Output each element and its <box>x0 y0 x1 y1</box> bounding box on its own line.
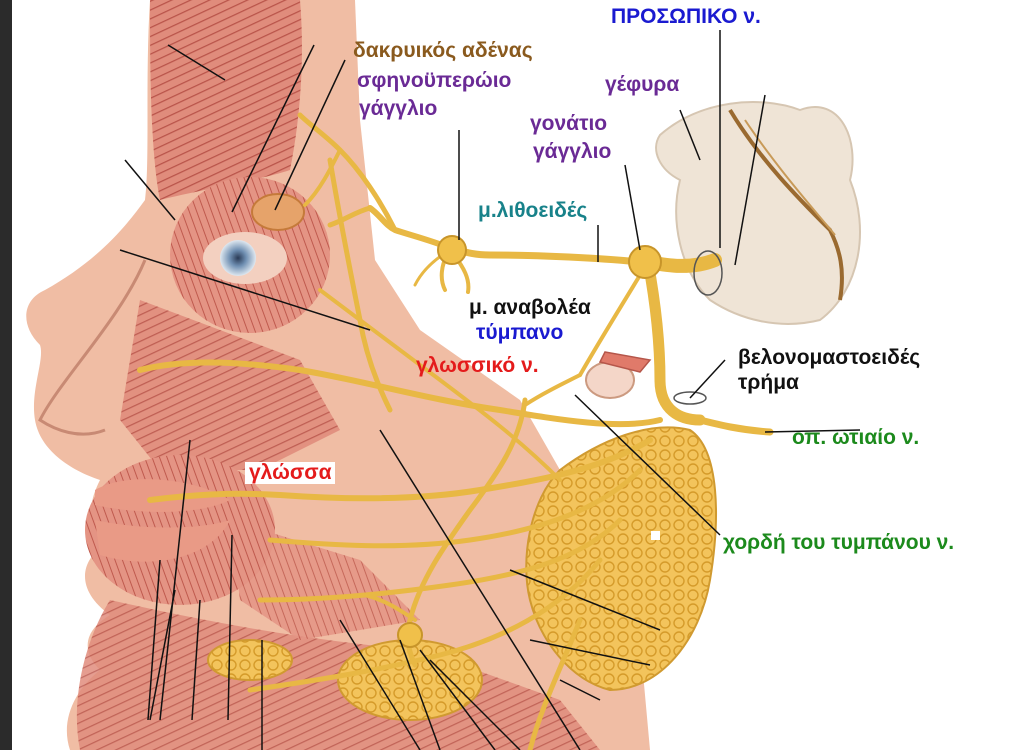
left-border <box>0 0 12 750</box>
label-stylomastoid-1: βελονομαστοειδές <box>738 347 920 369</box>
eye <box>220 240 256 276</box>
geniculate-ganglion <box>629 246 661 278</box>
label-geniculate-1: γονάτιο <box>530 113 607 135</box>
label-stapedius: μ. αναβολέα <box>469 297 591 319</box>
marker-square <box>651 531 660 540</box>
pterygopalatine-ganglion <box>438 236 466 264</box>
label-stylomastoid-2: τρήμα <box>738 372 799 394</box>
label-facial-nerve: ΠΡΟΣΩΠΙΚΟ ν. <box>611 6 761 28</box>
label-lacrimal-gland: δακρυικός αδένας <box>353 40 533 62</box>
label-pterygopalatine-1: σφηνοϋπερώιο <box>357 70 511 92</box>
label-geniculate-2: γάγγλιο <box>533 141 611 163</box>
label-posterior-auricular: οπ. ωτιαίο ν. <box>792 427 919 449</box>
frontalis-muscle <box>150 0 302 200</box>
label-tongue: γλώσσα <box>245 462 335 484</box>
sublingual-gland <box>208 640 292 680</box>
label-lingual-nerve: γλωσσικό ν. <box>416 355 539 377</box>
lacrimal-gland <box>252 194 304 230</box>
label-chorda-tympani: χορδή του τυμπάνου ν. <box>723 532 954 554</box>
label-petrosal-nerve: μ.λιθοειδές <box>478 200 587 222</box>
label-pterygopalatine-2: γάγγλιο <box>359 98 437 120</box>
label-tympanum: τύμπανο <box>476 322 563 344</box>
label-pons: γέφυρα <box>605 74 679 96</box>
